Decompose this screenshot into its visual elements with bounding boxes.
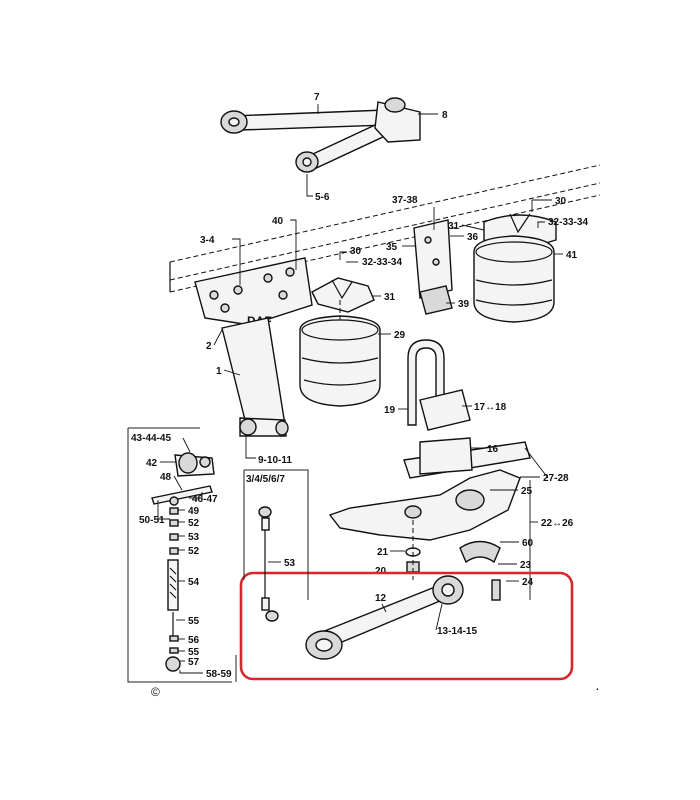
callout-2: 2 xyxy=(206,341,212,352)
callout-3-4: 3-4 xyxy=(200,235,215,246)
upper-v-stay-rod[interactable] xyxy=(220,97,421,173)
bump-stop-block xyxy=(419,285,453,315)
callout-30-left: 30 xyxy=(350,246,362,257)
callout-31-right: 31 xyxy=(448,221,460,232)
callout-29: 29 xyxy=(394,330,406,341)
callout-50-51: 50-51 xyxy=(139,515,165,526)
reaction-rod[interactable] xyxy=(305,575,464,660)
connecting-rod-inset xyxy=(243,469,309,600)
spring-mount-bracket[interactable] xyxy=(413,219,453,315)
axle-seat-pad xyxy=(419,389,471,431)
callout-24: 24 xyxy=(522,577,534,588)
callout-8: 8 xyxy=(442,110,448,121)
callout-7: 7 xyxy=(314,92,320,103)
callout-55-lower: 55 xyxy=(188,647,200,658)
callout-54: 54 xyxy=(188,577,200,588)
callout-42: 42 xyxy=(146,458,158,469)
callout-48: 48 xyxy=(160,472,172,483)
callout-36: 36 xyxy=(467,232,479,243)
callout-16: 16 xyxy=(487,444,499,455)
callout-30-right: 30 xyxy=(555,196,567,207)
callout-53-upper: 53 xyxy=(188,532,200,543)
levelling-valve-inset xyxy=(127,427,237,683)
callout-56: 56 xyxy=(188,635,200,646)
callout-37-38: 37-38 xyxy=(392,195,418,206)
air-spring-left-top-plate xyxy=(311,277,375,313)
callout-25: 25 xyxy=(521,486,533,497)
callout-12: 12 xyxy=(375,593,387,604)
callout-60: 60 xyxy=(522,538,534,549)
callout-22-26: 22↔26 xyxy=(541,518,574,529)
callout-52-lower: 52 xyxy=(188,546,200,557)
callout-52-upper: 52 xyxy=(188,518,200,529)
callout-1: 1 xyxy=(216,366,222,377)
callout-21: 21 xyxy=(377,547,389,558)
callout-32-33-34-left: 32-33-34 xyxy=(362,257,402,268)
copyright-mark: © xyxy=(151,685,160,699)
callout-55-upper: 55 xyxy=(188,616,200,627)
callout-58-59: 58-59 xyxy=(206,669,232,680)
callout-41: 41 xyxy=(566,250,578,261)
callout-57: 57 xyxy=(188,657,200,668)
callout-17-18: 17↔18 xyxy=(474,402,507,413)
connecting-rod[interactable] xyxy=(258,506,279,622)
upper-v-stay-center-bracket xyxy=(374,101,421,143)
callout-40: 40 xyxy=(272,216,284,227)
callout-3-4-5-6-7: 3/4/5/6/7 xyxy=(246,474,285,485)
axle-clamp-saddle xyxy=(459,540,501,564)
callout-13-14-15: 13-14-15 xyxy=(437,626,477,637)
callout-43-44-45: 43-44-45 xyxy=(131,433,171,444)
callout-20: 20 xyxy=(375,566,387,577)
valve-connecting-rod[interactable] xyxy=(165,507,181,672)
callout-27-28: 27-28 xyxy=(543,473,569,484)
spring-hanger-arm[interactable] xyxy=(221,317,289,437)
air-spring-right[interactable] xyxy=(473,213,557,323)
axle-crossmember-assembly[interactable] xyxy=(328,437,549,564)
callout-31-left: 31 xyxy=(384,292,396,303)
callout-35: 35 xyxy=(386,242,398,253)
callout-5-6: 5-6 xyxy=(315,192,330,203)
callout-39: 39 xyxy=(458,299,470,310)
callout-49: 49 xyxy=(188,506,200,517)
u-bolt[interactable] xyxy=(407,339,471,431)
levelling-valve[interactable] xyxy=(174,452,215,477)
stray-dot: . xyxy=(596,682,599,693)
callout-23: 23 xyxy=(520,560,532,571)
highlight-box xyxy=(239,571,574,681)
valve-linkage-lever[interactable] xyxy=(151,485,213,506)
callout-53-inset: 53 xyxy=(284,558,296,569)
callout-46-47: 46-47 xyxy=(192,494,218,505)
air-spring-left[interactable] xyxy=(299,277,381,407)
callout-9-10-11: 9-10-11 xyxy=(258,455,292,466)
callout-32-33-34-right: 32-33-34 xyxy=(548,217,588,228)
bolt-24 xyxy=(491,579,501,601)
chassis-bracket[interactable]: DAF xyxy=(194,257,313,328)
callout-19: 19 xyxy=(384,405,396,416)
